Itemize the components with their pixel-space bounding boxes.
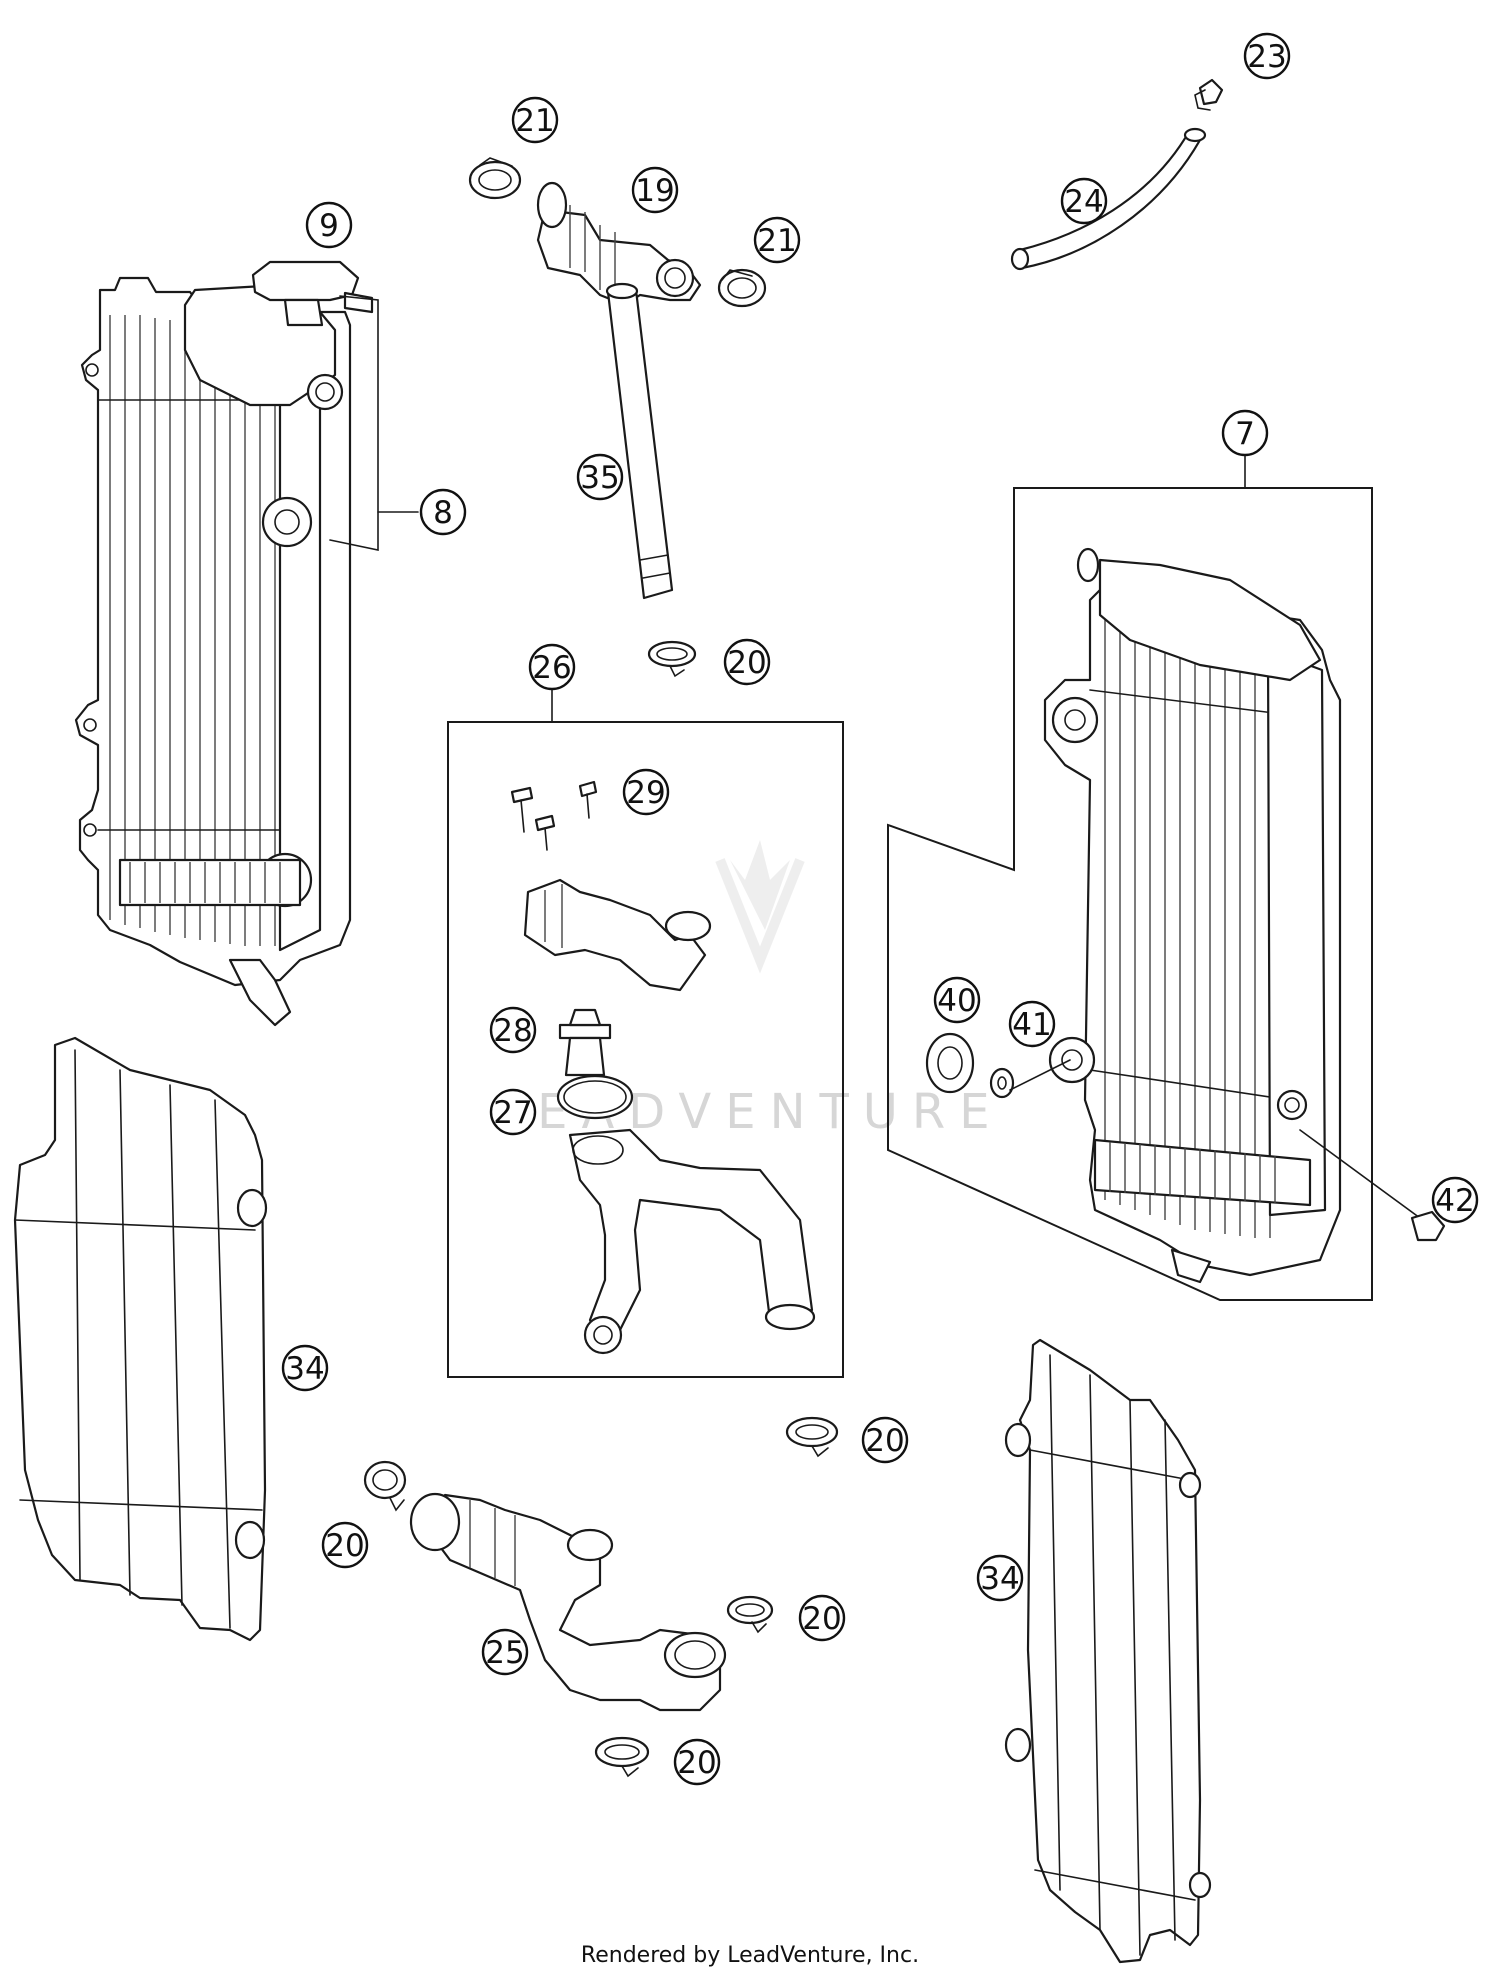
- callout-21-right[interactable]: 21: [753, 216, 801, 264]
- callout-8-label: 8: [433, 495, 453, 531]
- hose-clamp-20-right[interactable]: [726, 1595, 774, 1634]
- left-radiator[interactable]: [74, 276, 352, 1027]
- callout-20-right-label: 20: [802, 1601, 841, 1637]
- lower-hose-25[interactable]: [409, 1492, 727, 1712]
- right-radiator[interactable]: [1043, 547, 1342, 1284]
- radiator-kit-7-frame: [887, 487, 1373, 1301]
- callout-20-right[interactable]: 20: [798, 1594, 846, 1642]
- overflow-hose-24[interactable]: [1010, 127, 1207, 271]
- callout-26-label: 26: [532, 650, 571, 686]
- callout-34-left-label: 34: [285, 1351, 324, 1387]
- callout-20-mid-label: 20: [865, 1423, 904, 1459]
- callout-27[interactable]: 27: [489, 1088, 537, 1136]
- callout-28-label: 28: [493, 1013, 532, 1049]
- callout-21-left-label: 21: [515, 103, 554, 139]
- hose-clamp-20-bottom[interactable]: [594, 1736, 650, 1778]
- callout-19-label: 19: [635, 173, 674, 209]
- callout-25[interactable]: 25: [481, 1628, 529, 1676]
- callout-8[interactable]: 8: [419, 488, 467, 536]
- callout-25-label: 25: [485, 1635, 524, 1671]
- leader-line-41: [1009, 1059, 1071, 1091]
- callout-20-bottom-label: 20: [677, 1745, 716, 1781]
- callout-21-left[interactable]: 21: [511, 96, 559, 144]
- callout-40[interactable]: 40: [933, 976, 981, 1024]
- callout-20-top[interactable]: 20: [723, 638, 771, 686]
- callout-7-label: 7: [1235, 416, 1255, 452]
- radiator-cap[interactable]: [251, 260, 374, 327]
- hose-clamp-20-left[interactable]: [363, 1460, 407, 1512]
- callout-27-label: 27: [493, 1095, 532, 1131]
- callout-42-label: 42: [1435, 1183, 1474, 1219]
- callout-28[interactable]: 28: [489, 1006, 537, 1054]
- callout-42[interactable]: 42: [1431, 1176, 1479, 1224]
- callout-9[interactable]: 9: [305, 201, 353, 249]
- hose-clamp-21-left[interactable]: [468, 157, 522, 200]
- hose-19[interactable]: [536, 181, 702, 307]
- callout-20-left-label: 20: [325, 1528, 364, 1564]
- callout-40-label: 40: [937, 983, 976, 1019]
- render-credit: Rendered by LeadVenture, Inc.: [581, 1943, 919, 1968]
- callout-7[interactable]: 7: [1221, 409, 1269, 457]
- callout-9-label: 9: [319, 208, 339, 244]
- callout-41-label: 41: [1012, 1007, 1051, 1043]
- callout-20-left[interactable]: 20: [321, 1521, 369, 1569]
- thermostat-housing-upper[interactable]: [523, 878, 712, 992]
- callout-20-top-label: 20: [727, 645, 766, 681]
- pipe-35[interactable]: [605, 282, 674, 600]
- callout-26[interactable]: 26: [528, 643, 576, 691]
- hose-clip-23[interactable]: [1194, 78, 1224, 111]
- callout-23[interactable]: 23: [1243, 32, 1291, 80]
- callout-21-right-label: 21: [757, 223, 796, 259]
- radiator-guard-right[interactable]: [1004, 1338, 1212, 1964]
- callout-24-label: 24: [1064, 184, 1103, 220]
- thermostat-housing-lower[interactable]: [568, 1128, 816, 1355]
- callout-19[interactable]: 19: [631, 166, 679, 214]
- bolt-42[interactable]: [1410, 1210, 1446, 1242]
- callout-34-left[interactable]: 34: [281, 1344, 329, 1392]
- callout-34-right[interactable]: 34: [976, 1554, 1024, 1602]
- callout-24[interactable]: 24: [1060, 177, 1108, 225]
- thermostat-kit-26-frame: [447, 721, 844, 1378]
- callout-20-bottom[interactable]: 20: [673, 1738, 721, 1786]
- hose-clamp-21-right[interactable]: [717, 268, 767, 308]
- washer-41[interactable]: [989, 1067, 1015, 1099]
- radiator-bracket-line: [329, 295, 379, 551]
- callout-20-mid[interactable]: 20: [861, 1416, 909, 1464]
- callout-29-label: 29: [626, 775, 665, 811]
- callout-34-right-label: 34: [980, 1561, 1019, 1597]
- o-ring-27[interactable]: [556, 1074, 634, 1120]
- callout-35[interactable]: 35: [576, 453, 624, 501]
- radiator-guard-left[interactable]: [13, 1036, 268, 1642]
- callout-41[interactable]: 41: [1008, 1000, 1056, 1048]
- hose-clamp-20-mid[interactable]: [785, 1416, 839, 1458]
- screws-29[interactable]: [510, 780, 598, 851]
- thermostat-28[interactable]: [558, 1008, 612, 1077]
- callout-29[interactable]: 29: [622, 768, 670, 816]
- watermark-flame-logo: [715, 840, 805, 974]
- leader-line-42: [1299, 1129, 1421, 1219]
- callout-23-label: 23: [1247, 39, 1286, 75]
- callout-35-label: 35: [580, 460, 619, 496]
- grommet-40[interactable]: [925, 1032, 975, 1094]
- hose-clamp-20-top[interactable]: [647, 640, 697, 678]
